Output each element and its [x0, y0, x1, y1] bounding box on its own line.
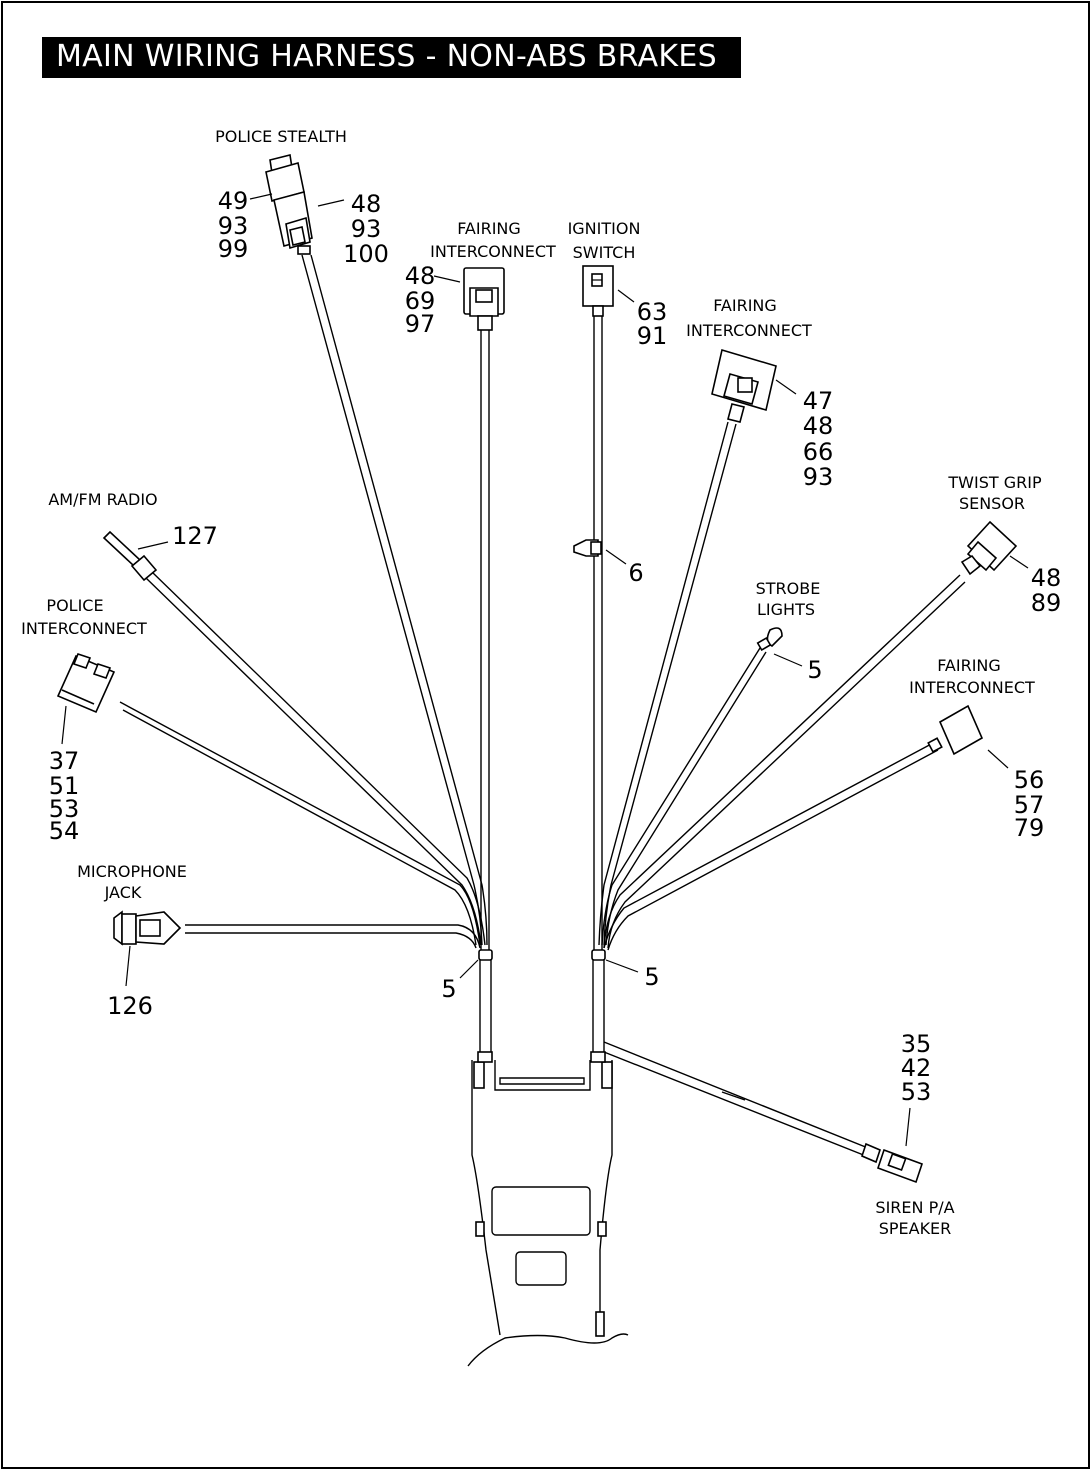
ignition-switch-label-2: SWITCH — [573, 243, 636, 262]
tie-right-ref: 5 — [644, 963, 659, 991]
strobe-lights-connector — [756, 627, 783, 652]
ignition-switch-connector — [582, 265, 614, 317]
fairing-interconnect-lower-ref-3: 79 — [1014, 814, 1045, 842]
microphone-jack-label-1: MICROPHONE — [77, 862, 187, 881]
clip-6 — [573, 539, 602, 557]
fairing-interconnect-right-ref-3: 66 — [803, 438, 834, 466]
leader-lines — [61, 193, 1029, 1147]
fairing-interconnect-right-label-group: FAIRING INTERCONNECT 47 48 66 93 — [686, 296, 833, 491]
siren-pa-ref-3: 53 — [901, 1078, 932, 1106]
siren-pa-ref-2: 42 — [901, 1054, 932, 1082]
fairing-interconnect-top-label-1: FAIRING — [457, 219, 521, 238]
ignition-switch-label-group: IGNITION SWITCH 63 91 — [568, 219, 668, 350]
fairing-interconnect-right-ref-2: 48 — [803, 412, 834, 440]
clip-label-group: 6 — [628, 559, 643, 587]
fairing-interconnect-top-ref-2: 69 — [405, 287, 436, 315]
police-stealth-ref-right-2: 93 — [351, 215, 382, 243]
siren-pa-label-group: 35 42 53 SIREN P/A SPEAKER — [875, 1030, 954, 1238]
am-fm-radio-label: AM/FM RADIO — [48, 490, 157, 509]
twist-grip-label-2: SENSOR — [959, 494, 1025, 513]
trunk-ends — [477, 1051, 606, 1063]
police-stealth-ref-right-3: 100 — [343, 240, 389, 268]
fairing-interconnect-top-ref-1: 48 — [405, 262, 436, 290]
police-interconnect-ref-2: 51 — [49, 772, 80, 800]
tie-right — [591, 949, 606, 961]
fairing-interconnect-lower-ref-2: 57 — [1014, 791, 1045, 819]
police-interconnect-ref-1: 37 — [49, 747, 80, 775]
police-interconnect-label-2: INTERCONNECT — [21, 619, 147, 638]
twist-grip-label-1: TWIST GRIP — [947, 473, 1042, 492]
strobe-lights-label-2: LIGHTS — [757, 600, 815, 619]
twist-grip-ref-1: 48 — [1031, 564, 1062, 592]
police-stealth-ref-left-2: 93 — [218, 212, 249, 240]
wire-bundle — [119, 254, 966, 1157]
fairing-interconnect-right-label-1: FAIRING — [713, 296, 777, 315]
microphone-jack-label-2: JACK — [104, 883, 142, 902]
siren-pa-label-1: SIREN P/A — [875, 1198, 954, 1217]
ignition-switch-label-1: IGNITION — [568, 219, 641, 238]
police-stealth-ref-left-1: 49 — [218, 187, 249, 215]
fairing-interconnect-right-ref-1: 47 — [803, 387, 834, 415]
police-interconnect-ref-4: 54 — [49, 817, 80, 845]
am-fm-radio-label-group: AM/FM RADIO 127 — [48, 490, 218, 550]
police-stealth-connector — [265, 154, 313, 255]
am-fm-radio-ref: 127 — [172, 522, 218, 550]
strobe-lights-label-group: STROBE LIGHTS 5 — [756, 579, 823, 684]
tie-left — [478, 949, 493, 961]
title-bar: MAIN WIRING HARNESS - NON-ABS BRAKES — [42, 37, 741, 78]
fairing-interconnect-right-connector — [711, 348, 777, 423]
microphone-jack-label-group: MICROPHONE JACK 126 — [77, 862, 187, 1020]
siren-pa-speaker-connector — [861, 1142, 924, 1184]
police-stealth-ref-left-3: 99 — [218, 235, 249, 263]
diagram-title: MAIN WIRING HARNESS - NON-ABS BRAKES — [56, 39, 717, 74]
microphone-jack-ref: 126 — [107, 992, 153, 1020]
fairing-interconnect-lower-label-group: FAIRING INTERCONNECT 56 57 79 — [909, 656, 1044, 842]
fairing-interconnect-top-label-group: FAIRING INTERCONNECT 48 69 97 — [405, 219, 556, 338]
police-stealth-label-group: POLICE STEALTH 49 93 99 48 93 100 — [215, 127, 389, 268]
clip-ref: 6 — [628, 559, 643, 587]
fairing-interconnect-lower-ref-1: 56 — [1014, 766, 1045, 794]
twist-grip-label-group: TWIST GRIP SENSOR 48 89 — [947, 473, 1061, 617]
fairing-interconnect-top-ref-3: 97 — [405, 310, 436, 338]
am-fm-radio-connector — [102, 530, 158, 582]
tie-left-ref: 5 — [441, 975, 456, 1003]
police-interconnect-label-group: POLICE INTERCONNECT 37 51 53 54 — [21, 596, 147, 845]
fairing-interconnect-top-connector — [463, 267, 505, 331]
police-stealth-label: POLICE STEALTH — [215, 127, 347, 146]
police-interconnect-ref-3: 53 — [49, 795, 80, 823]
strobe-lights-label-1: STROBE — [756, 579, 821, 598]
ignition-switch-ref-1: 63 — [637, 298, 668, 326]
fairing-interconnect-right-label-2: INTERCONNECT — [686, 321, 812, 340]
twist-grip-ref-2: 89 — [1031, 589, 1062, 617]
fairing-interconnect-lower-label-2: INTERCONNECT — [909, 678, 1035, 697]
microphone-jack-connector — [113, 910, 182, 946]
fairing-interconnect-lower-connector — [927, 704, 984, 756]
ignition-switch-ref-2: 91 — [637, 322, 668, 350]
police-stealth-ref-right-1: 48 — [351, 190, 382, 218]
fairing-interconnect-lower-label-1: FAIRING — [937, 656, 1001, 675]
fairing-interconnect-top-label-2: INTERCONNECT — [430, 242, 556, 261]
siren-pa-label-2: SPEAKER — [879, 1219, 952, 1238]
fairing-interconnect-right-ref-4: 93 — [803, 463, 834, 491]
police-interconnect-label-1: POLICE — [46, 596, 103, 615]
siren-pa-ref-1: 35 — [901, 1030, 932, 1058]
twist-grip-sensor-connector — [960, 520, 1018, 576]
police-interconnect-connector — [56, 653, 116, 714]
frame-headstock — [467, 1060, 629, 1367]
strobe-lights-ref: 5 — [807, 656, 822, 684]
tie-labels: 5 5 — [441, 963, 659, 1003]
